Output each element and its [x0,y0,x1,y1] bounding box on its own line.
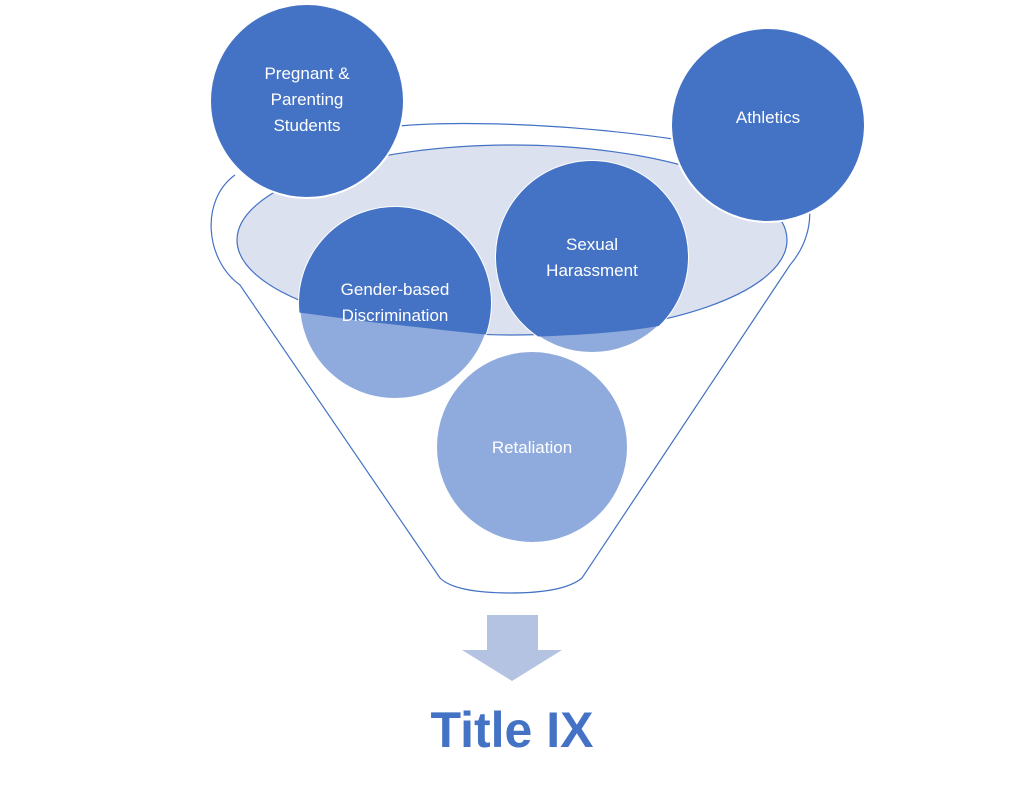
label-pregnant-parenting: Pregnant & Parenting Students [264,64,350,135]
diagram-title: Title IX [430,702,594,758]
circle-retaliation [435,350,629,544]
funnel-body [210,169,811,594]
funnel-back-rim [379,122,681,141]
circle-pregnant-parenting [209,3,405,199]
label-gender-discrimination: Gender-based Discrimination [340,280,450,325]
label-retaliation: Retaliation [491,438,573,457]
circle-athletics [670,27,866,223]
label-sexual-harassment: Sexual Harassment [546,235,638,280]
label-athletics: Athletics [735,108,801,127]
down-arrow-icon [462,615,562,681]
